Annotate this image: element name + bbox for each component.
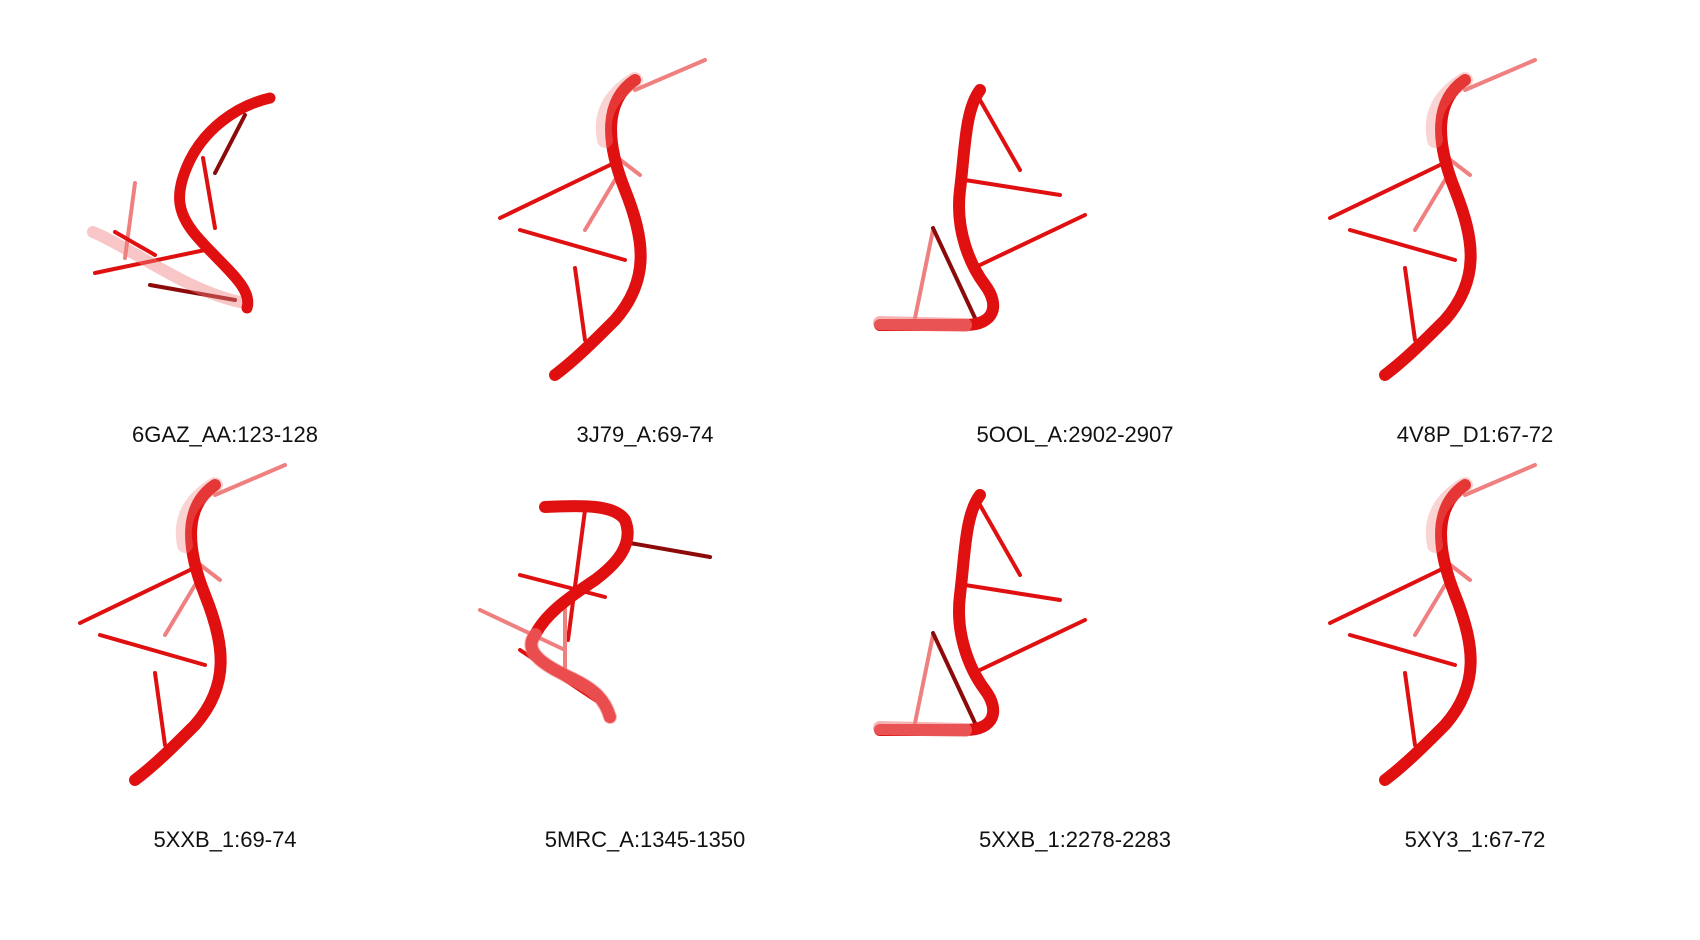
base-stick: [478, 608, 567, 652]
panel-label-3: 5OOL_A:2902-2907: [976, 422, 1174, 447]
base-stick: [931, 226, 977, 320]
rna-structure-1: [87, 92, 276, 314]
base-stick: [153, 671, 167, 747]
backbone-tube: [174, 92, 276, 314]
rna-structure-6: [478, 500, 712, 724]
backbone-tube: [1379, 74, 1477, 381]
base-stick: [1328, 163, 1442, 220]
panel-label-5: 5XXB_1:69-74: [153, 827, 297, 852]
base-stick: [163, 583, 197, 637]
panel-label-7: 5XXB_1:2278-2283: [978, 827, 1172, 852]
base-stick: [1348, 633, 1457, 667]
panel-label-2: 3J79_A:69-74: [576, 422, 714, 447]
base-stick: [628, 541, 712, 559]
panel-2: 3J79_A:69-74: [435, 40, 855, 500]
base-stick: [1463, 463, 1537, 497]
base-stick: [633, 58, 707, 92]
backbone-tube: [874, 84, 1000, 331]
base-stick: [963, 178, 1062, 197]
base-stick: [978, 503, 1022, 577]
panel-label-1: 6GAZ_AA:123-128: [132, 422, 318, 447]
base-stick: [978, 213, 1087, 267]
backbone-tube: [873, 721, 972, 737]
panel-1: 6GAZ_AA:123-128: [15, 40, 435, 500]
base-stick: [978, 618, 1087, 672]
base-stick: [201, 156, 217, 230]
rna-structure-2: [498, 58, 707, 381]
base-stick: [518, 573, 607, 599]
base-stick: [78, 568, 192, 625]
backbone-tube: [524, 628, 617, 724]
rna-structure-4: [1328, 58, 1537, 381]
base-stick: [1328, 568, 1442, 625]
base-stick: [963, 583, 1062, 602]
base-stick: [98, 633, 207, 667]
backbone-tube: [87, 226, 246, 308]
rna-structure-7: [873, 489, 1087, 737]
base-stick: [1403, 671, 1417, 747]
base-stick: [148, 283, 237, 302]
base-stick: [573, 266, 587, 342]
backbone-tube: [549, 74, 647, 381]
rna-structure-5: [78, 463, 287, 786]
panel-label-6: 5MRC_A:1345-1350: [544, 827, 746, 852]
base-stick: [498, 163, 612, 220]
base-stick: [1463, 58, 1537, 92]
base-stick: [913, 228, 935, 320]
backbone-tube: [1379, 479, 1477, 786]
base-stick: [1413, 178, 1447, 232]
base-stick: [518, 228, 627, 262]
panel-8: 5XY3_1:67-72: [1265, 445, 1685, 905]
backbone-tube: [175, 477, 223, 553]
base-stick: [1403, 266, 1417, 342]
base-stick: [123, 181, 137, 260]
base-stick: [566, 508, 587, 642]
backbone-tube: [873, 316, 972, 332]
base-stick: [978, 98, 1022, 172]
panel-6: 5MRC_A:1345-1350: [435, 445, 855, 905]
rna-structure-8: [1328, 463, 1537, 786]
panel-4: 4V8P_D1:67-72: [1265, 40, 1685, 500]
base-stick: [93, 248, 207, 275]
base-stick: [931, 631, 977, 725]
panel-label-4: 4V8P_D1:67-72: [1396, 422, 1554, 447]
base-stick: [113, 230, 157, 257]
rna-structure-3: [873, 84, 1087, 332]
panel-5: 5XXB_1:69-74: [15, 445, 435, 905]
panel-7: 5XXB_1:2278-2283: [865, 445, 1285, 905]
backbone-tube: [1425, 477, 1473, 553]
base-stick: [583, 178, 617, 232]
backbone-tube: [874, 489, 1000, 736]
panel-label-8: 5XY3_1:67-72: [1404, 827, 1546, 852]
panel-3: 5OOL_A:2902-2907: [865, 40, 1285, 500]
backbone-tube: [595, 72, 643, 148]
base-stick: [913, 633, 935, 725]
backbone-tube: [1425, 72, 1473, 148]
base-stick: [1413, 583, 1447, 637]
base-stick: [1348, 228, 1457, 262]
base-stick: [213, 463, 287, 497]
base-stick: [213, 113, 247, 175]
backbone-tube: [129, 479, 227, 786]
